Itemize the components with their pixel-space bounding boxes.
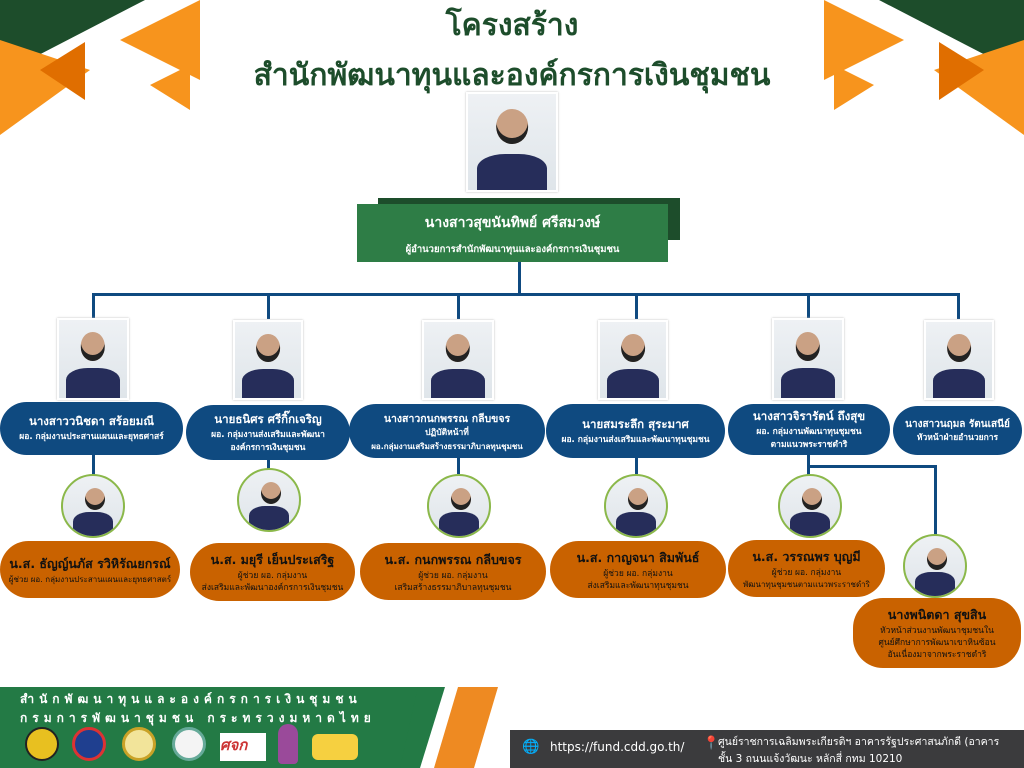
assistant-role: ผู้ช่วย ผอ. กลุ่มงาน [237,571,308,581]
head-photo [57,318,129,400]
head-role: ปฏิบัติหน้าที่ [425,427,469,438]
footer-ministry: กรมการพัฒนาชุมชน กระทรวงมหาดไทย [20,711,376,725]
connector [267,458,270,472]
assistant-name: น.ส. กาญจนา สิมพันธ์ [576,549,700,565]
assistant-photo [604,474,668,538]
assistant-role: อันเนื่องมาจากพระราชดำริ [887,650,987,660]
director-photo [466,92,558,192]
head-box: นางสาวกนกพรรณ กลีบขจร ปฏิบัติหน้าที่ ผอ.… [349,404,545,458]
address-line1: ศูนย์ราชการเฉลิมพระเกียรติฯ อาคารรัฐประศ… [718,736,1000,748]
head-name: นางสาวกนกพรรณ กลีบขจร [383,412,511,425]
assistant-photo [903,534,967,598]
head-photo [924,320,994,400]
head-role: หัวหน้าฝ่ายอำนวยการ [916,432,999,443]
head-photo [598,320,668,400]
head-role: ผอ. กลุ่มงานประสานแผนและยุทธศาสร์ [19,432,164,442]
assistant-name: นางพนิตดา สุขสิน [887,607,987,622]
assistant-box: น.ส. ธัญญ์นภัส รวิหิรัณยกรณ์ ผู้ช่วย ผอ.… [0,541,180,598]
assistant-name: น.ส. ธัญญ์นภัส รวิหิรัณยกรณ์ [9,555,171,571]
head-name: นางสาววนิชดา สร้อยมณี [28,414,154,428]
institute-logo [172,727,206,761]
head-box: นางสาวนฤมล รัตนเสนีย์ หัวหน้าฝ่ายอำนวยกา… [893,406,1022,455]
location-pin-icon: 📍 [703,736,720,751]
page-subtitle: สำนักพัฒนาทุนและองค์กรการเงินชุมชน [253,58,771,93]
head-role: องค์กรการเงินชุมชน [230,442,306,453]
connector [635,458,638,474]
cdd-logo [72,727,106,761]
assistant-photo [427,474,491,538]
head-box: นางสาววนิชดา สร้อยมณี ผอ. กลุ่มงานประสาน… [0,402,183,455]
connector [518,262,521,295]
head-box: นายสมระลึก สุระมาศ ผอ. กลุ่มงานส่งเสริมแ… [546,404,725,458]
connector [635,293,638,319]
assistant-box: น.ส. มยุรี เย็นประเสริฐ ผู้ช่วย ผอ. กลุ่… [190,543,355,601]
royal-emblem-logo [278,724,298,764]
connector [457,293,460,319]
assistant-box: น.ส. กาญจนา สิมพันธ์ ผู้ช่วย ผอ. กลุ่มงา… [550,541,726,598]
head-role: ผอ. กลุ่มงานส่งเสริมและพัฒนาทุนชุมชน [561,434,710,445]
fund-logo [122,727,156,761]
assistant-box: น.ส. วรรณพร บุญมี ผู้ช่วย ผอ. กลุ่มงาน พ… [728,540,885,597]
head-name: นายสมระลึก สุระมาศ [582,416,689,431]
connector [92,455,95,475]
director-box: นางสาวสุขนันทิพย์ ศรีสมวงษ์ ผู้อำนวยการส… [357,204,668,262]
page-title: โครงสร้าง [445,8,579,43]
head-role: ผอ. กลุ่มงานพัฒนาทุนชุมชน [756,426,862,437]
corner-decoration-right [824,0,1024,135]
assistant-role: หัวหน้าส่วนงานพัฒนาชุมชนใน [880,626,994,636]
head-name: นายธนิศร ศรีกิ๊กเจริญ [214,411,322,426]
head-role: ผอ.กลุ่มงานเสริมสร้างธรรมาภิบาลทุนชุมชน [371,441,523,451]
corner-decoration-left [0,0,200,135]
head-photo [233,320,303,400]
assistant-role: ผู้ช่วย ผอ. กลุ่มงาน [418,570,488,581]
otop-logo [312,734,358,760]
connector [957,293,960,319]
head-box: นายธนิศร ศรีกิ๊กเจริญ ผอ. กลุ่มงานส่งเสร… [186,405,350,460]
assistant-box: น.ส. กนกพรรณ กลีบขจร ผู้ช่วย ผอ. กลุ่มงา… [360,543,546,600]
head-role: ตามแนวพระราชดำริ [770,439,848,450]
assistant-photo [61,474,125,538]
connector [267,293,270,319]
director-name: นางสาวสุขนันทิพย์ ศรีสมวงษ์ [424,215,601,231]
assistant-role: ส่งเสริมและพัฒนาองค์กรการเงินชุมชน [201,583,344,593]
connector [807,293,810,319]
assistant-role: ส่งเสริมและพัฒนาทุนชุมชน [587,580,689,591]
assistant-name: น.ส. วรรณพร บุญมี [752,548,861,564]
connector [92,293,95,319]
connector [92,293,960,296]
assistant-photo [778,474,842,538]
assistant-box: นางพนิตดา สุขสิน หัวหน้าส่วนงานพัฒนาชุมช… [853,598,1021,668]
connector [934,465,937,535]
head-name: นางสาวจิรารัตน์ ถึงสุข [752,408,866,423]
head-photo [422,320,494,400]
head-box: นางสาวจิรารัตน์ ถึงสุข ผอ. กลุ่มงานพัฒนา… [728,404,890,455]
footer-contact-bar: 🌐 https://fund.cdd.go.th/ 📍 ศูนย์ราชการเ… [510,730,1024,768]
assistant-name: น.ส. มยุรี เย็นประเสริฐ [210,552,335,567]
director-role: ผู้อำนวยการสำนักพัฒนาทุนและองค์กรการเงิน… [405,244,620,255]
assistant-role: เสริมสร้างธรรมาภิบาลทุนชุมชน [394,582,512,593]
assistant-role: ศูนย์ศึกษาการพัฒนาเขาหินซ้อน [878,638,996,648]
assistant-name: น.ส. กนกพรรณ กลีบขจร [384,551,522,567]
connector [807,465,937,468]
sajk-logo: ศจก [220,733,266,761]
ministry-logo [25,727,59,761]
assistant-role: ผู้ช่วย ผอ. กลุ่มงาน [771,567,842,578]
footer-stripes [400,687,498,768]
head-photo [772,318,844,400]
website-link[interactable]: https://fund.cdd.go.th/ [550,740,685,754]
footer-org-name: สำนักพัฒนาทุนและองค์กรการเงินชุมชน [20,692,362,706]
head-role: ผอ. กลุ่มงานส่งเสริมและพัฒนา [211,429,325,440]
head-name: นางสาวนฤมล รัตนเสนีย์ [905,418,1010,430]
assistant-role: ผู้ช่วย ผอ. กลุ่มงานประสานแผนและยุทธศาสต… [8,574,172,584]
connector [457,458,460,474]
assistant-role: ผู้ช่วย ผอ. กลุ่มงาน [603,568,673,579]
assistant-role: พัฒนาทุนชุมชนตามแนวพระราชดำริ [743,579,870,589]
globe-icon: 🌐 [522,739,540,755]
assistant-photo [237,468,301,532]
address-line2: ชั้น 3 ถนนแจ้งวัฒนะ หลักสี่ กทม 10210 [718,753,903,765]
